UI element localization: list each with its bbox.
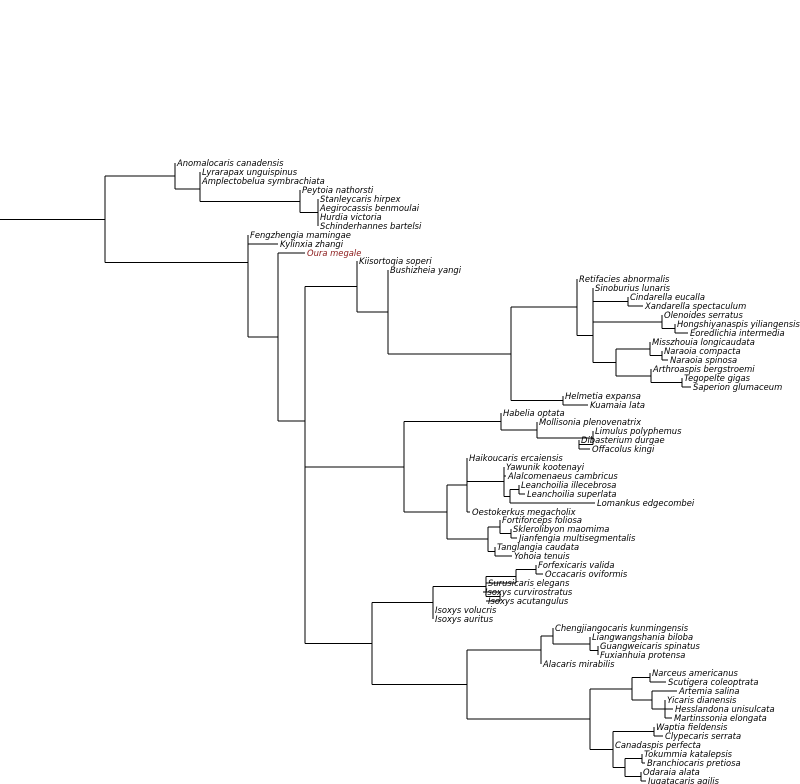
- taxon-label: Yicaris dianensis: [667, 695, 737, 705]
- taxon-label: Guangweicaris spinatus: [600, 641, 700, 651]
- taxon-label: Haikoucaris ercaiensis: [469, 453, 563, 463]
- taxon-label: Tokummia katalepsis: [644, 749, 733, 759]
- taxon-label: Limulus polyphemus: [595, 426, 682, 436]
- taxon-label: Isoxys acutangulus: [488, 596, 569, 606]
- taxon-label: Saperion glumaceum: [693, 382, 782, 392]
- taxon-label: Isoxys auritus: [435, 614, 494, 624]
- taxon-label: Hurdia victoria: [320, 212, 382, 222]
- taxon-label: Scutigera coleoptrata: [668, 677, 758, 687]
- taxon-label: Helmetia expansa: [565, 391, 641, 401]
- taxon-label: Isoxys curvirostratus: [485, 587, 573, 597]
- taxon-label: Tegopelte gigas: [684, 373, 751, 383]
- taxon-label: Isoxys volucris: [435, 605, 497, 615]
- taxon-label: Fengzhengia mamingae: [250, 230, 351, 240]
- taxon-label: Jianfengia multisegmentalis: [517, 533, 636, 543]
- taxon-label: Sinoburius lunaris: [595, 283, 671, 293]
- taxon-label: Habelia optata: [503, 408, 565, 418]
- taxon-label: Odaraia alata: [643, 767, 700, 777]
- taxon-label: Narceus americanus: [652, 668, 738, 678]
- taxon-label: Offacolus kingi: [592, 444, 655, 454]
- taxon-label: Cindarella eucalla: [630, 292, 705, 302]
- taxon-label: Fortiforceps foliosa: [502, 515, 582, 525]
- taxon-label: Branchiocaris pretiosa: [647, 758, 741, 768]
- taxon-label: Waptia fieldensis: [656, 722, 728, 732]
- taxon-label: Hongshiyanaspis yiliangensis: [677, 319, 800, 329]
- taxon-label: Eoredlichia intermedia: [690, 328, 785, 338]
- taxon-label: Schinderhannes bartelsi: [320, 221, 422, 231]
- taxon-label: Naraoia spinosa: [670, 355, 737, 365]
- taxon-label: Occacaris oviformis: [545, 569, 628, 579]
- taxon-label: Dibasterium durgae: [581, 435, 665, 445]
- taxon-label: Yohoia tenuis: [514, 551, 570, 561]
- taxon-label: Peytoia nathorsti: [302, 185, 374, 195]
- taxon-label: Kylinxia zhangi: [280, 239, 344, 249]
- taxon-label: Retifacies abnormalis: [579, 274, 670, 284]
- taxon-label: Sklerolibyon maomima: [513, 524, 609, 534]
- taxon-label: Yawunik kootenayi: [506, 462, 585, 472]
- taxon-label: Forfexicaris valida: [538, 560, 615, 570]
- taxon-label: Chengjiangocaris kunmingensis: [555, 623, 689, 633]
- taxon-label: Artemia salina: [678, 686, 739, 696]
- taxon-label: Olenoides serratus: [664, 310, 743, 320]
- taxon-label: Xandarella spectaculum: [644, 301, 746, 311]
- taxon-label: Alacaris mirabilis: [542, 659, 615, 669]
- taxon-label: Mollisonia plenovenatrix: [539, 417, 642, 427]
- taxon-label: Bushizheia yangi: [390, 265, 462, 275]
- taxon-label: Fuxianhuia protensa: [600, 650, 685, 660]
- taxon-label: Anomalocaris canadensis: [176, 158, 284, 168]
- taxon-label: Naraoia compacta: [664, 346, 741, 356]
- taxon-label: Liangwangshania biloba: [592, 632, 693, 642]
- taxon-label: Stanleycaris hirpex: [320, 194, 402, 204]
- taxon-label: Lyrarapax unguispinus: [202, 167, 298, 177]
- taxon-label: Martinssonia elongata: [674, 713, 767, 723]
- taxon-label: Amplectobelua symbrachiata: [201, 176, 325, 186]
- tree-branches: [0, 163, 691, 782]
- taxon-label: Misszhouia longicaudata: [652, 337, 755, 347]
- taxon-label: Canadaspis perfecta: [615, 740, 701, 750]
- taxon-label: Oestokerkus megacholix: [472, 507, 577, 517]
- taxon-label: Surusicaris elegans: [488, 578, 570, 588]
- taxon-label: Clypecaris serrata: [665, 731, 741, 741]
- taxon-label: Hesslandona unisulcata: [675, 704, 775, 714]
- taxon-label: Arthroaspis bergstroemi: [652, 364, 755, 374]
- taxon-label: Jugatacaris agilis: [646, 776, 720, 784]
- taxon-label: Tanglangia caudata: [497, 542, 579, 552]
- taxon-label: Leanchoilia superlata: [527, 489, 617, 499]
- taxon-label: Kuamaia lata: [590, 400, 645, 410]
- taxon-label: Alalcomenaeus cambricus: [507, 471, 618, 481]
- taxon-label: Kiisortoqia soperi: [359, 256, 432, 266]
- taxon-label: Lomankus edgecombei: [597, 498, 695, 508]
- taxon-label: Leanchoilia illecebrosa: [521, 480, 616, 490]
- taxon-label: Aegirocassis benmoulai: [319, 203, 420, 213]
- taxon-label: Oura megale: [307, 248, 361, 258]
